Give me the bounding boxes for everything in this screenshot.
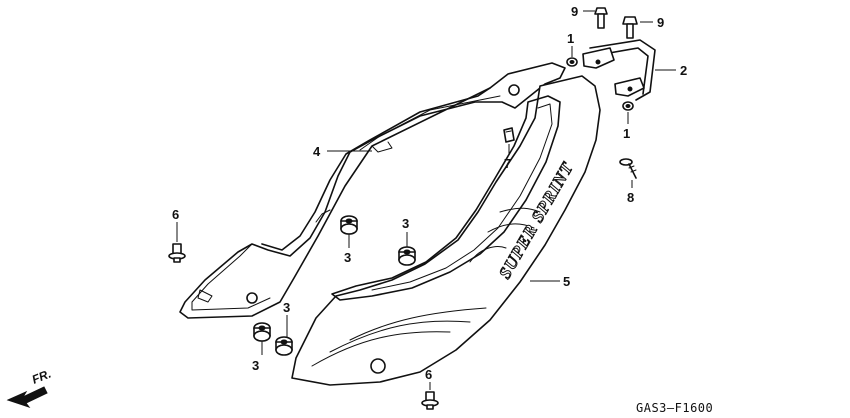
callout-3-d: 3 [283, 300, 290, 315]
callout-labels: 9 9 1 1 2 4 7 8 6 6 3 3 3 3 5 [172, 4, 687, 382]
callout-1-upper: 1 [567, 31, 574, 46]
callout-4: 4 [313, 144, 321, 159]
part-3-grommet-a [340, 215, 358, 235]
callout-1-lower: 1 [623, 126, 630, 141]
part-8-screw [619, 158, 637, 179]
part-6-screw-lower [421, 391, 439, 410]
callout-5: 5 [563, 274, 570, 289]
front-label: FR. [30, 367, 53, 387]
part-1-collar-lower [622, 101, 634, 111]
part-3-grommet-d [275, 336, 293, 356]
part-6-screw-upper [168, 243, 186, 263]
part-9-bolt-right [622, 16, 638, 39]
front-direction-arrow: FR. [6, 367, 53, 408]
callout-2: 2 [680, 63, 687, 78]
leader-lines [176, 10, 676, 390]
callout-7: 7 [504, 156, 511, 171]
callout-9-left: 9 [571, 4, 578, 19]
callout-8: 8 [627, 190, 634, 205]
callout-6-upper: 6 [172, 207, 179, 222]
callout-3-b: 3 [402, 216, 409, 231]
part-3-grommet-c [253, 322, 271, 342]
callout-3-c: 3 [252, 358, 259, 373]
callout-3-a: 3 [344, 250, 351, 265]
part-2-grab-rail [582, 39, 656, 101]
part-7-clip [503, 127, 515, 143]
callout-9-right: 9 [657, 15, 664, 30]
part-3-grommet-b [398, 246, 416, 266]
callout-6-lower: 6 [425, 367, 432, 382]
part-9-bolt-left [594, 7, 608, 29]
part-5-seat-cowl-shell: SUPER SPRINT [291, 75, 601, 386]
drawing-code: GAS3–F1600 [636, 401, 713, 415]
part-1-collar-upper [566, 57, 578, 67]
